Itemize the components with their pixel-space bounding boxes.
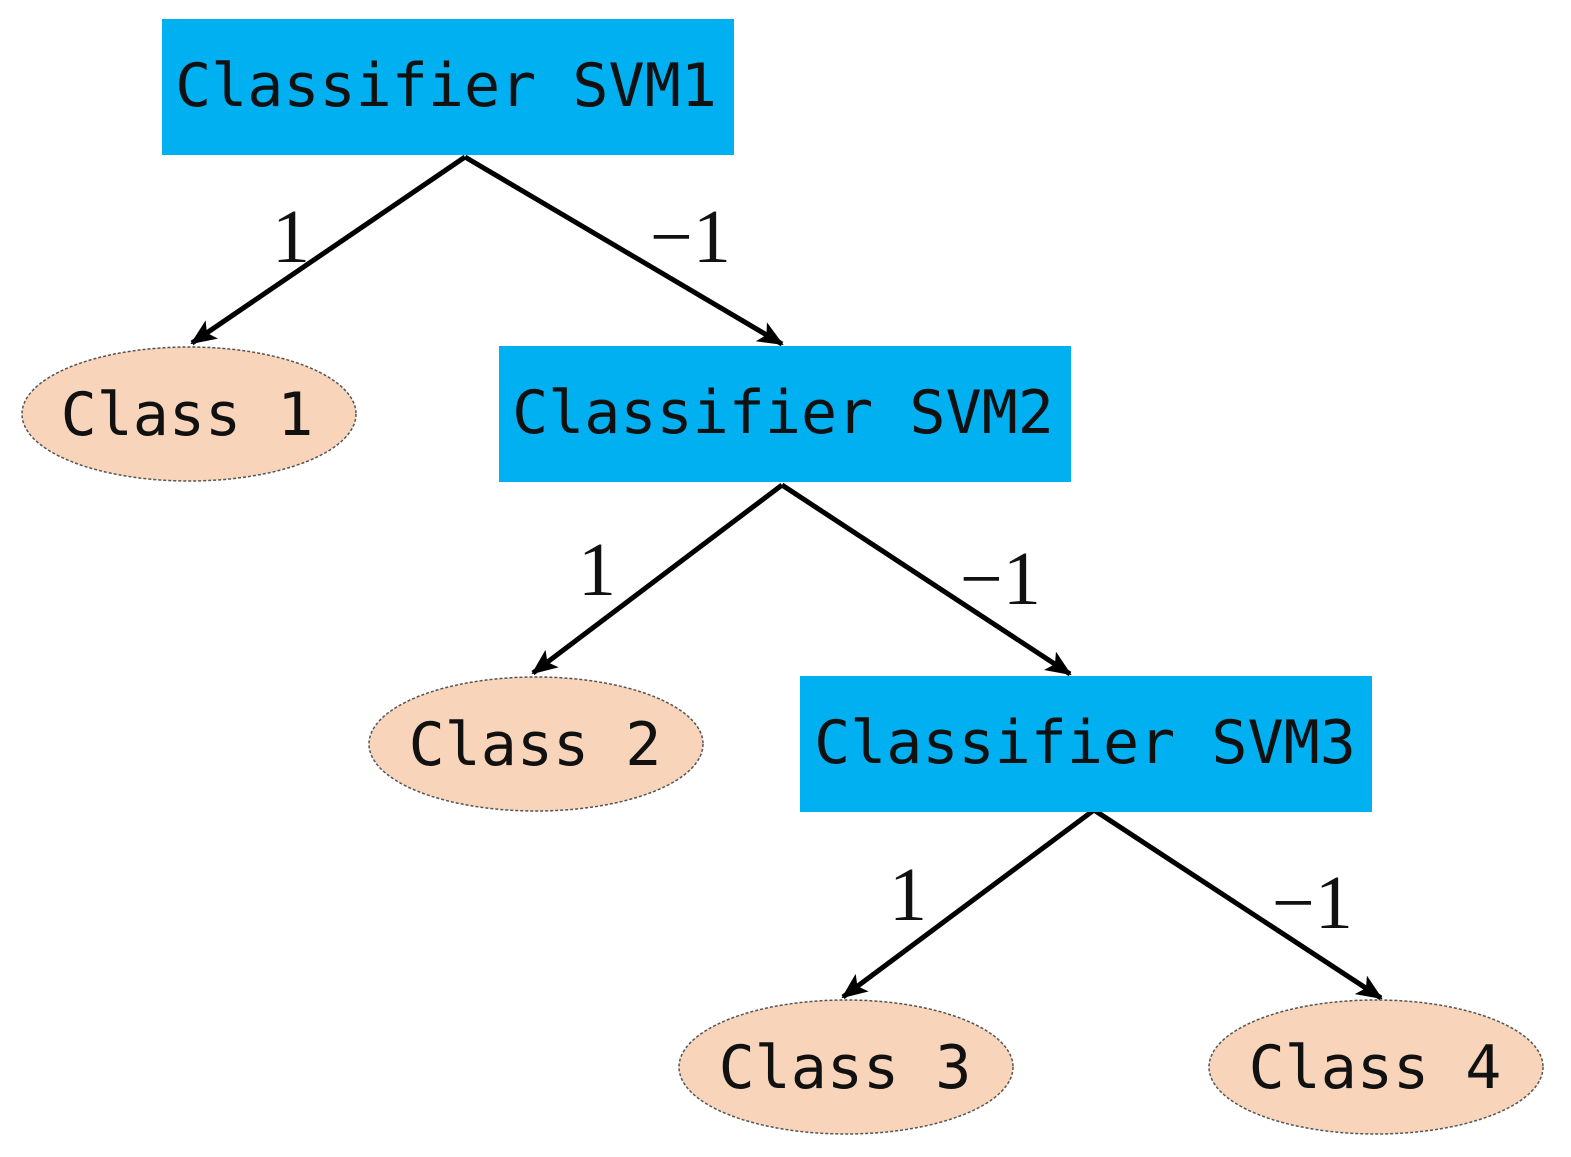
edge-labels: 1 −1 1 −1 1 −1 (272, 195, 1353, 945)
class-1-ellipse (21, 346, 357, 482)
edge-svm3-class4 (1092, 807, 1383, 1001)
edge-svm2-svm3 (780, 482, 1072, 677)
edge-label-svm2-svm3: −1 (960, 537, 1041, 621)
edge-label-svm3-class3: 1 (889, 853, 927, 937)
classifier-svm1: Classifier SVM1 (162, 19, 734, 155)
classifier-svm2: Classifier SVM2 (499, 346, 1071, 482)
class-4: Class 4 (1208, 999, 1544, 1135)
class-2-ellipse (368, 676, 704, 812)
classifier-svm3: Classifier SVM3 (800, 676, 1372, 812)
edge-svm3-class3 (841, 807, 1096, 1000)
class-4-ellipse (1208, 999, 1544, 1135)
class-3-label: Class 3 (719, 1033, 972, 1103)
class-2-label: Class 2 (409, 710, 662, 780)
class-1-label: Class 1 (61, 380, 314, 450)
classifier-svm3-box (800, 676, 1372, 812)
edge-svm2-class2 (531, 483, 784, 675)
classifier-svm1-box (162, 19, 734, 155)
edge-label-svm2-class2: 1 (578, 528, 616, 612)
class-1: Class 1 (21, 346, 357, 482)
edges (190, 154, 1383, 1001)
classifier-svm2-label: Classifier SVM2 (512, 378, 1054, 448)
classifier-svm3-label: Classifier SVM3 (814, 708, 1356, 778)
classifier-svm2-box (499, 346, 1071, 482)
edge-label-svm1-class1: 1 (272, 195, 310, 279)
class-3: Class 3 (678, 999, 1014, 1135)
classifier-svm1-label: Classifier SVM1 (175, 51, 717, 121)
edge-svm1-class1 (190, 154, 467, 346)
edge-svm1-svm2 (463, 154, 784, 347)
class-3-ellipse (678, 999, 1014, 1135)
edge-label-svm3-class4: −1 (1272, 861, 1353, 945)
class-4-label: Class 4 (1249, 1033, 1502, 1103)
edge-label-svm1-svm2: −1 (650, 195, 731, 279)
class-2: Class 2 (368, 676, 704, 812)
